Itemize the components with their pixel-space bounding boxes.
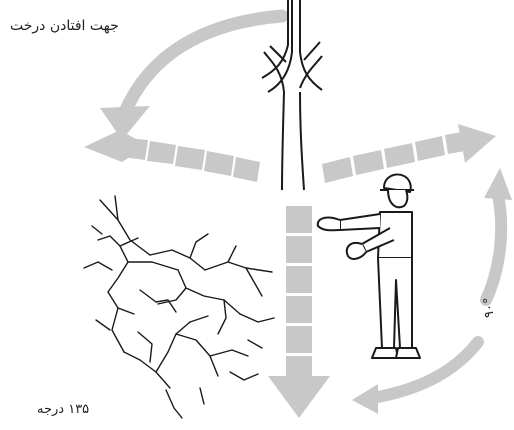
right-segmented-arrow [322, 124, 496, 183]
fallen-branches-icon [84, 196, 274, 418]
down-segmented-arrow [268, 206, 330, 418]
angle-135-label: ۱۳۵ درجه [37, 402, 89, 417]
worker-with-helmet-icon [318, 175, 420, 359]
left-segmented-arrow [84, 130, 260, 182]
tree-trunk-icon [262, 0, 322, 190]
curved-arrow-fall [100, 16, 282, 140]
fall-direction-label: جهت افتادن درخت [10, 18, 119, 34]
angle-90-label: ۹۰° [482, 298, 497, 318]
curved-arrow-90 [484, 168, 512, 300]
